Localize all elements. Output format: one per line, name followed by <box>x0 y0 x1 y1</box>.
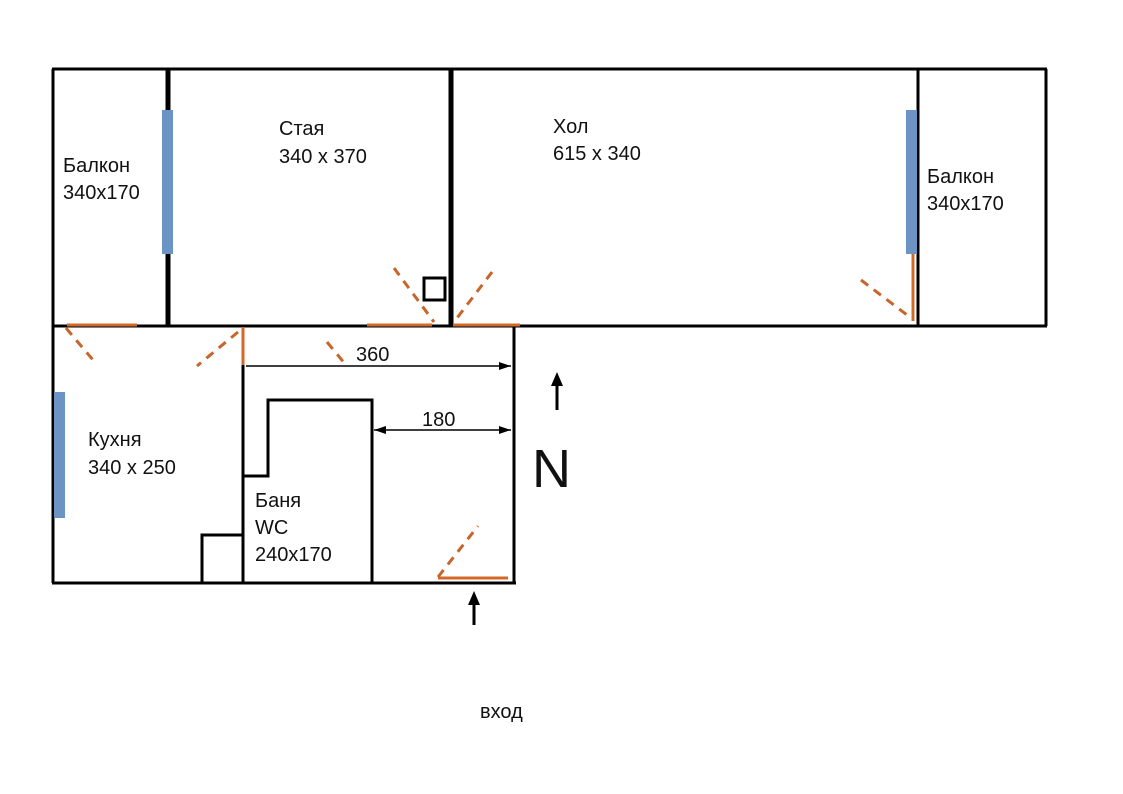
door-swing-right-balcony <box>860 278 912 320</box>
entrance-marker: вход <box>468 591 523 723</box>
compass: N <box>532 372 571 499</box>
dimension-arrowhead-180-left <box>374 426 386 434</box>
kitchen-name: Кухня <box>88 429 142 451</box>
hall-size: 615 x 340 <box>553 143 641 165</box>
dimension-label-360: 360 <box>356 344 389 366</box>
kitchen-size: 340 x 250 <box>88 457 176 479</box>
bathroom-name-wc: WC <box>255 517 288 539</box>
entrance-arrow-head <box>468 591 480 605</box>
dimension-label-180: 180 <box>422 409 455 431</box>
balcony-left-name: Балкон <box>63 155 130 177</box>
balcony-right-size: 340x170 <box>927 193 1004 215</box>
window-kitchen <box>54 392 65 518</box>
window-left-balcony <box>162 110 173 254</box>
room-size: 340 x 370 <box>279 146 367 168</box>
windows <box>54 110 917 518</box>
door-swing-hall <box>452 271 494 323</box>
door-swing-bath <box>325 341 348 366</box>
hall-name: Хол <box>553 116 588 138</box>
door-swing-entrance <box>436 525 480 578</box>
entrance-label: вход <box>480 701 523 723</box>
dimension-180: 180 <box>374 409 511 434</box>
room-kitchen: Кухня 340 x 250 <box>88 429 176 479</box>
column-box <box>422 276 447 302</box>
dimension-360: 360 <box>246 344 511 370</box>
door-swing-kitchen <box>196 330 239 368</box>
room-balcony-left: Балкон 340x170 <box>63 155 140 204</box>
door-swing-kitchen-balcony <box>64 327 95 361</box>
room-name: Стая <box>279 118 324 140</box>
room-bathroom: Баня WC 240x170 <box>255 490 332 566</box>
dimension-arrowhead-180-right <box>499 426 511 434</box>
dimension-arrowhead-360 <box>499 362 511 370</box>
room-hall: Хол 615 x 340 <box>553 116 641 165</box>
kitchen-box <box>200 533 245 585</box>
room-balcony-right: Балкон 340x170 <box>927 166 1004 215</box>
window-right-balcony <box>906 110 917 254</box>
bathroom-size: 240x170 <box>255 544 332 566</box>
room-stay: Стая 340 x 370 <box>279 118 367 168</box>
balcony-right-name: Балкон <box>927 166 994 188</box>
north-label: N <box>532 439 571 499</box>
doors <box>64 254 915 580</box>
door-swing-room <box>392 267 436 323</box>
bathroom-name: Баня <box>255 490 301 512</box>
balcony-left-size: 340x170 <box>63 182 140 204</box>
walls <box>51 67 1048 585</box>
wall-bath-niche <box>243 398 374 583</box>
north-arrow-head <box>551 372 563 386</box>
